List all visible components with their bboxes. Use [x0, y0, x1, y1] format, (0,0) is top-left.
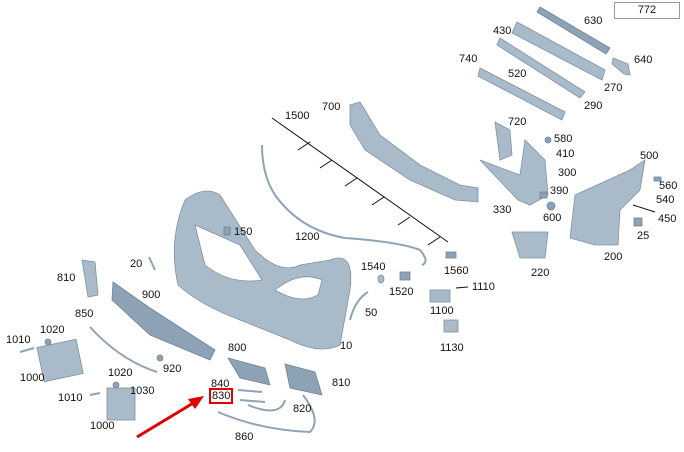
- part-640: [611, 57, 631, 76]
- part-1010-a: [19, 347, 35, 353]
- part-290: [496, 37, 586, 99]
- label-1130[interactable]: 1130: [440, 342, 464, 354]
- part-150: [223, 226, 231, 236]
- label-1200[interactable]: 1200: [295, 231, 320, 243]
- label-390[interactable]: 390: [550, 185, 569, 197]
- label-20[interactable]: 20: [130, 258, 143, 270]
- part-720: [494, 121, 513, 161]
- part-300: [479, 139, 549, 206]
- label-810-left[interactable]: 810: [57, 272, 76, 284]
- part-1020-b: [112, 381, 120, 389]
- part-810-left: [81, 259, 99, 298]
- part-560: [653, 176, 662, 182]
- label-1500[interactable]: 1500: [285, 110, 310, 122]
- label-450[interactable]: 450: [658, 213, 677, 225]
- label-1540[interactable]: 1540: [361, 261, 386, 273]
- label-820[interactable]: 820: [293, 403, 312, 415]
- part-25: [633, 217, 643, 227]
- label-1030[interactable]: 1030: [130, 385, 155, 397]
- part-900: [111, 281, 216, 361]
- label-630[interactable]: 630: [584, 15, 603, 27]
- label-720[interactable]: 720: [508, 116, 527, 128]
- label-500[interactable]: 500: [640, 150, 659, 162]
- part-1500-bracket: [271, 117, 449, 246]
- label-1010-lower[interactable]: 1010: [58, 392, 83, 404]
- part-1110: [455, 286, 469, 289]
- part-270: [511, 21, 606, 81]
- label-860[interactable]: 860: [235, 431, 254, 443]
- label-1020-lower[interactable]: 1020: [108, 367, 133, 379]
- part-580: [544, 136, 552, 144]
- part-740: [477, 67, 566, 121]
- label-1110[interactable]: 1110: [472, 281, 495, 293]
- label-700[interactable]: 700: [322, 101, 341, 113]
- label-1000-lower[interactable]: 1000: [90, 420, 115, 432]
- part-1200-harness: [261, 144, 427, 266]
- part-20: [148, 256, 156, 271]
- label-1520[interactable]: 1520: [389, 286, 414, 298]
- label-640[interactable]: 640: [634, 54, 653, 66]
- reference-number-box: 772: [614, 2, 680, 19]
- label-520[interactable]: 520: [508, 68, 527, 80]
- part-1000-upper: [36, 338, 84, 383]
- part-600: [546, 201, 556, 211]
- part-220: [511, 231, 549, 259]
- label-25[interactable]: 25: [637, 230, 650, 242]
- part-1010-b: [89, 392, 101, 396]
- part-920: [156, 354, 164, 362]
- part-840: [237, 389, 263, 393]
- label-290[interactable]: 290: [584, 100, 603, 112]
- label-580[interactable]: 580: [554, 133, 573, 145]
- part-bumper-cover: [173, 190, 352, 350]
- part-1130: [443, 319, 459, 333]
- label-430[interactable]: 430: [493, 25, 512, 37]
- label-220[interactable]: 220: [531, 267, 550, 279]
- label-200[interactable]: 200: [604, 251, 623, 263]
- label-830-highlighted[interactable]: 830: [208, 388, 234, 404]
- part-450: [632, 204, 656, 213]
- label-600[interactable]: 600: [543, 212, 562, 224]
- label-900[interactable]: 900: [142, 289, 161, 301]
- label-740[interactable]: 740: [459, 53, 478, 65]
- part-820: [247, 399, 286, 412]
- part-1000-lower: [106, 387, 136, 421]
- highlight-arrow: [136, 396, 204, 439]
- label-410[interactable]: 410: [556, 148, 575, 160]
- label-800[interactable]: 800: [228, 342, 247, 354]
- part-800: [227, 357, 271, 386]
- part-810-right: [284, 363, 323, 396]
- label-1100[interactable]: 1100: [430, 305, 454, 317]
- label-540[interactable]: 540: [656, 194, 675, 206]
- part-1560: [445, 251, 457, 259]
- label-300[interactable]: 300: [558, 167, 577, 179]
- part-50: [349, 291, 369, 321]
- label-10[interactable]: 10: [340, 340, 353, 352]
- label-330[interactable]: 330: [493, 204, 512, 216]
- part-1020-a: [44, 338, 52, 346]
- label-150[interactable]: 150: [234, 226, 253, 238]
- label-50[interactable]: 50: [365, 307, 378, 319]
- label-1010-upper[interactable]: 1010: [6, 334, 31, 346]
- label-920[interactable]: 920: [163, 363, 182, 375]
- part-390: [539, 191, 548, 199]
- part-200: [569, 159, 646, 246]
- part-1520: [399, 271, 411, 281]
- label-810-right[interactable]: 810: [332, 377, 351, 389]
- label-1560[interactable]: 1560: [444, 265, 469, 277]
- label-270[interactable]: 270: [604, 82, 623, 94]
- part-830: [239, 399, 266, 403]
- label-840[interactable]: 840: [211, 378, 230, 390]
- part-700: [349, 101, 479, 203]
- label-1000-upper[interactable]: 1000: [20, 372, 45, 384]
- label-1020-upper[interactable]: 1020: [40, 324, 65, 336]
- part-850: [89, 326, 158, 373]
- part-1100: [429, 289, 451, 303]
- label-560[interactable]: 560: [659, 180, 678, 192]
- part-1540: [377, 274, 385, 284]
- part-860: [217, 394, 316, 434]
- part-630: [536, 6, 611, 55]
- label-850[interactable]: 850: [75, 308, 94, 320]
